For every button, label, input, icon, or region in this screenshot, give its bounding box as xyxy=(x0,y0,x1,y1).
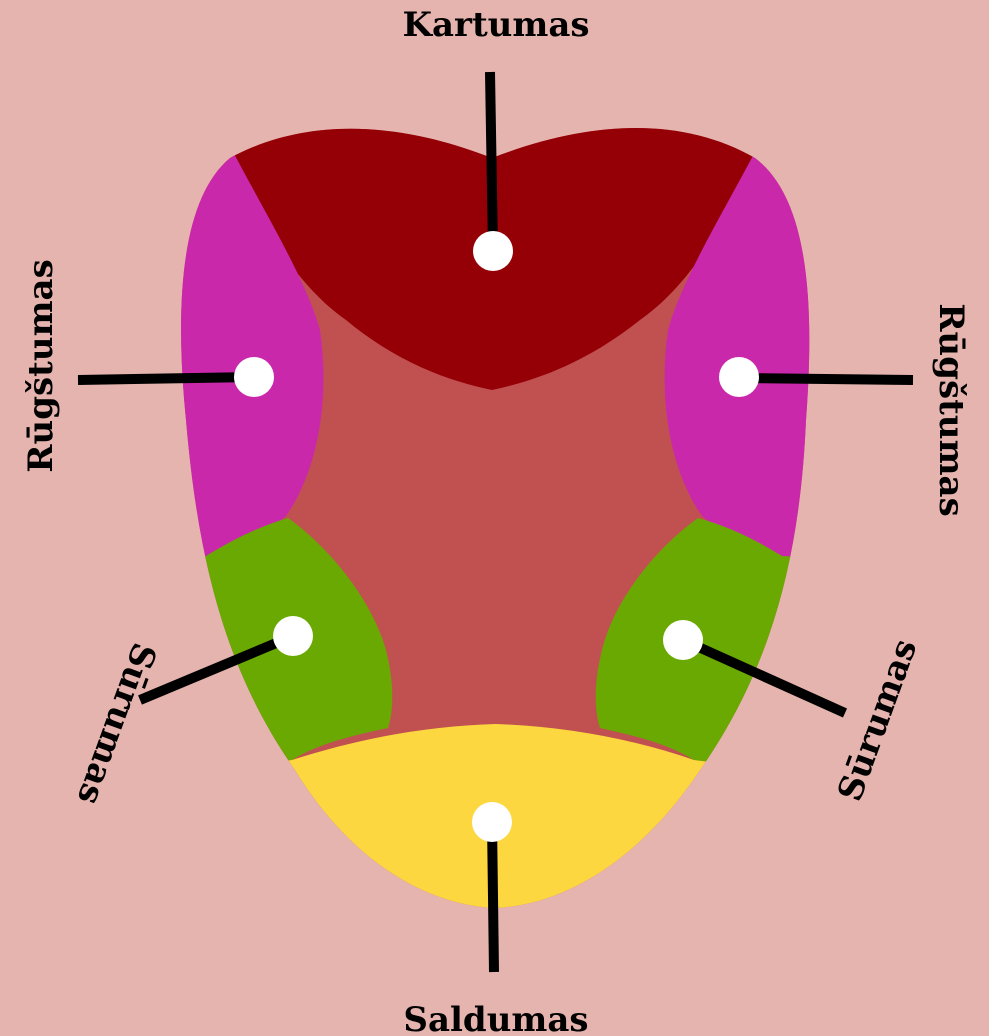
pointer-line-right-upper xyxy=(738,378,913,380)
label-sour-left: Rūgštumas xyxy=(21,259,61,472)
pointer-line-left-upper xyxy=(78,377,254,380)
marker-salty-left xyxy=(273,616,313,656)
marker-bitter xyxy=(473,231,513,271)
label-bitter: Kartumas xyxy=(402,5,589,45)
pointer-line-top xyxy=(490,72,493,250)
pointer-line-bottom xyxy=(492,822,494,972)
label-sweet: Saldumas xyxy=(403,1000,588,1036)
label-sour-right: Rūgštumas xyxy=(931,303,971,516)
marker-sweet xyxy=(472,802,512,842)
marker-sour-right xyxy=(719,357,759,397)
marker-sour-left xyxy=(234,357,274,397)
marker-salty-right xyxy=(663,620,703,660)
